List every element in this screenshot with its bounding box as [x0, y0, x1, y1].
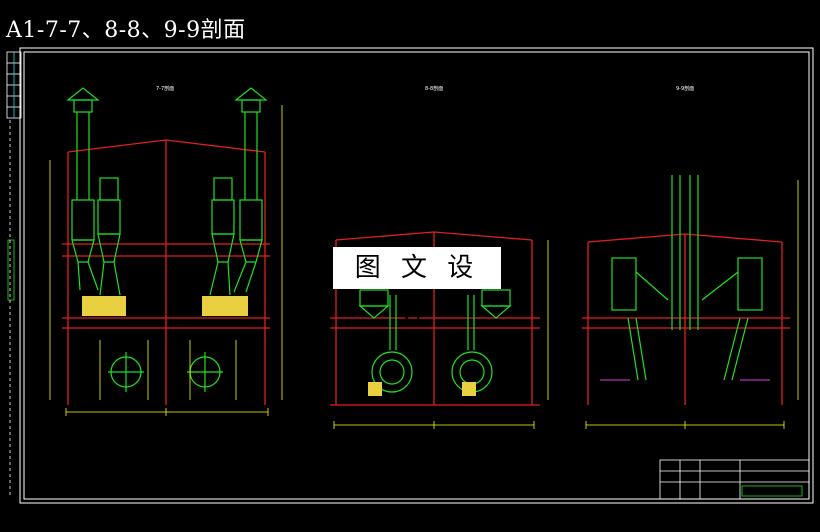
section-8-8: 8-8剖面	[330, 85, 549, 429]
section-8-8-label: 8-8剖面	[425, 85, 443, 92]
section-7-7-label: 7-7剖面	[156, 85, 174, 92]
section-9-9-label: 9-9剖面	[676, 85, 694, 92]
section-7-7: 7-7剖面	[49, 85, 283, 416]
left-binding-strip	[6, 51, 22, 495]
drawing-frame	[19, 47, 814, 504]
section-9-9: 9-9剖面	[582, 85, 799, 429]
page-title: A1-7-7、8-8、9-9剖面	[6, 18, 246, 43]
title-block	[659, 459, 810, 500]
watermark: 图 文 设 计	[333, 247, 501, 325]
